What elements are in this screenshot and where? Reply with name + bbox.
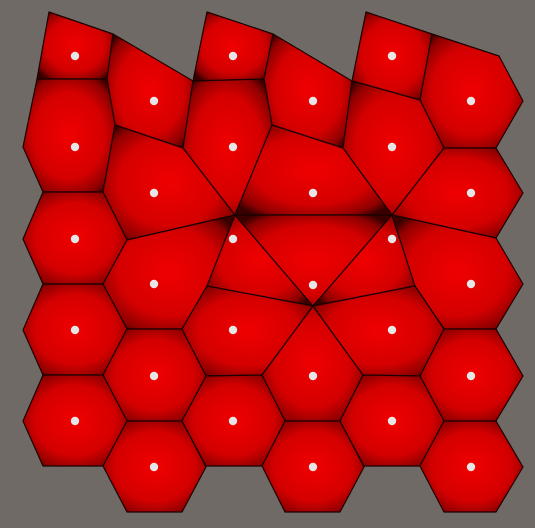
voronoi-cell-12[interactable] xyxy=(391,147,524,239)
site-point-2[interactable] xyxy=(149,96,159,106)
cells-layer xyxy=(22,11,524,513)
site-point-12[interactable] xyxy=(466,188,476,198)
site-point-5[interactable] xyxy=(387,51,397,61)
site-point-29[interactable] xyxy=(387,416,397,426)
site-point-25[interactable] xyxy=(70,416,80,426)
site-point-26[interactable] xyxy=(149,462,159,472)
site-point-23[interactable] xyxy=(387,325,397,335)
site-point-9[interactable] xyxy=(228,142,238,152)
site-point-17[interactable] xyxy=(387,234,397,244)
site-point-27[interactable] xyxy=(228,416,238,426)
site-point-14[interactable] xyxy=(149,279,159,289)
site-point-16[interactable] xyxy=(308,280,318,290)
site-point-1[interactable] xyxy=(70,51,80,61)
site-point-18[interactable] xyxy=(466,279,476,289)
site-point-10[interactable] xyxy=(308,188,318,198)
site-point-22[interactable] xyxy=(308,371,318,381)
site-point-28[interactable] xyxy=(308,462,318,472)
voronoi-cell-7[interactable] xyxy=(22,78,116,193)
site-point-11[interactable] xyxy=(387,142,397,152)
site-point-4[interactable] xyxy=(308,96,318,106)
sites-layer xyxy=(70,51,476,472)
site-point-6[interactable] xyxy=(466,96,476,106)
site-point-8[interactable] xyxy=(149,188,159,198)
site-point-30[interactable] xyxy=(466,462,476,472)
site-point-3[interactable] xyxy=(228,51,238,61)
site-point-15[interactable] xyxy=(228,234,238,244)
site-point-21[interactable] xyxy=(228,325,238,335)
site-point-24[interactable] xyxy=(466,371,476,381)
site-point-20[interactable] xyxy=(149,371,159,381)
site-point-13[interactable] xyxy=(70,234,80,244)
site-point-19[interactable] xyxy=(70,325,80,335)
site-point-7[interactable] xyxy=(70,142,80,152)
